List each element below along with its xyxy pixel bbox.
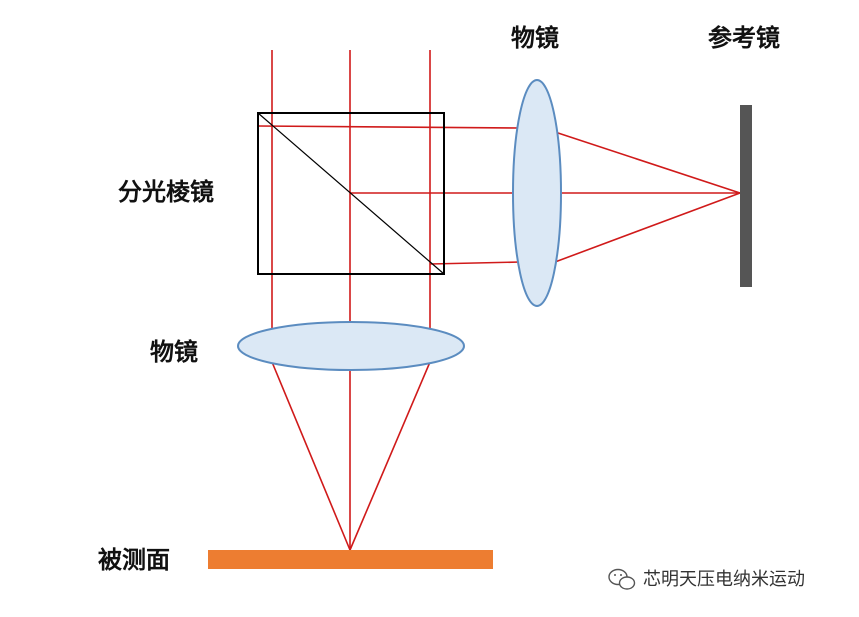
prism-diagonal: [257, 112, 445, 275]
prism-outline: [257, 112, 445, 275]
ray-ref-top: [257, 125, 521, 129]
incoming-rays: [271, 50, 431, 550]
label-reference-mirror: 参考镜: [708, 24, 780, 52]
reference-mirror: [740, 105, 752, 287]
reference-arm-rays: [257, 125, 741, 265]
ray-converge-bottom: [554, 192, 741, 263]
label-beam-splitter: 分光棱镜: [118, 178, 214, 206]
label-objective-left: 物镜: [150, 338, 198, 366]
wechat-icon: [608, 568, 636, 590]
ray-converge-top: [554, 131, 741, 194]
ray-sample-left: [271, 361, 351, 551]
label-objective-top: 物镜: [511, 24, 559, 52]
objective-lens-sample: [237, 321, 465, 371]
label-sample-surface: 被测面: [98, 546, 170, 574]
objective-lens-reference: [512, 79, 562, 307]
beam-splitter-prism: [257, 112, 445, 275]
sample-surface: [208, 550, 493, 569]
ray-sample-right: [349, 361, 431, 551]
watermark-text: 芯明天压电纳米运动: [643, 569, 805, 590]
sample-arm-rays: [271, 361, 431, 551]
watermark: 芯明天压电纳米运动: [608, 568, 805, 590]
